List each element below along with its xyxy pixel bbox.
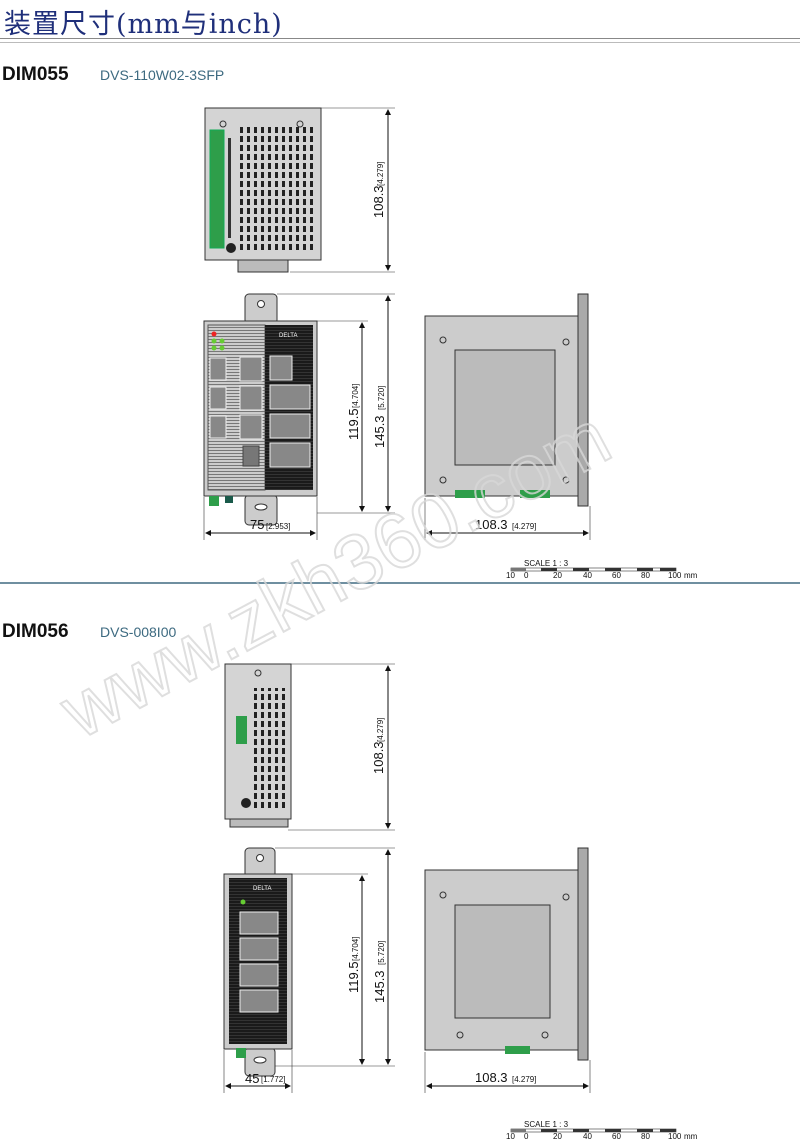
section-divider xyxy=(0,582,800,584)
svg-text:100: 100 xyxy=(668,1132,682,1141)
title-rule-secondary xyxy=(0,42,800,43)
front-view-dim056: DELTA 119.5 [4.704] 145.3 [5.720] 45 [1.… xyxy=(223,847,395,1093)
ethernet-ports xyxy=(209,355,311,468)
svg-text:[4.279]: [4.279] xyxy=(376,718,385,742)
total-height-inch-label: [5.720] xyxy=(377,386,386,410)
led-red xyxy=(211,331,217,337)
svg-text:119.5: 119.5 xyxy=(346,961,361,993)
side-depth-label: 108.3 xyxy=(475,517,508,532)
depth-label: 108.3 xyxy=(371,185,386,218)
product-name-1: DVS-110W02-3SFP xyxy=(100,67,225,83)
svg-text:10: 10 xyxy=(506,1132,515,1141)
front-view-dim055: DELTA 119.5 [4.704] 145.3 [5.720] 75 [2.… xyxy=(203,293,395,540)
model-code-1: DIM055 xyxy=(2,64,69,85)
model-code-2: DIM056 xyxy=(2,621,69,642)
svg-text:145.3: 145.3 xyxy=(372,970,387,1003)
side-view-dim055: 108.3 [4.279] xyxy=(424,293,591,540)
side-depth-inch-label: [4.279] xyxy=(512,522,536,531)
svg-text:mm: mm xyxy=(684,571,698,580)
width-label: 75 xyxy=(250,517,264,532)
svg-text:100: 100 xyxy=(668,571,682,580)
side-view-dim056: 108.3 [4.279] xyxy=(424,847,591,1093)
page-title: 装置尺寸(mm与inch) xyxy=(4,9,283,40)
svg-text:mm: mm xyxy=(684,1132,698,1141)
svg-text:[4.704]: [4.704] xyxy=(351,937,360,961)
svg-text:[5.720]: [5.720] xyxy=(377,941,386,965)
svg-text:108.3: 108.3 xyxy=(475,1070,508,1085)
svg-text:60: 60 xyxy=(612,1132,621,1141)
svg-text:80: 80 xyxy=(641,1132,650,1141)
svg-text:SCALE 1 : 3: SCALE 1 : 3 xyxy=(524,1120,569,1129)
svg-text:[1.772]: [1.772] xyxy=(261,1075,285,1084)
ground-screw-icon xyxy=(241,798,251,808)
depth-inch-label: [4.279] xyxy=(376,162,385,186)
total-height-label: 145.3 xyxy=(372,415,387,448)
svg-text:0: 0 xyxy=(524,571,529,580)
svg-text:40: 40 xyxy=(583,571,592,580)
svg-text:SCALE 1 : 3: SCALE 1 : 3 xyxy=(524,559,569,568)
width-inch-label: [2.953] xyxy=(266,522,290,531)
svg-text:108.3: 108.3 xyxy=(371,741,386,774)
svg-text:45: 45 xyxy=(245,1071,259,1086)
ground-screw-icon xyxy=(226,243,236,253)
delta-logo: DELTA xyxy=(253,886,271,892)
height-label: 119.5 xyxy=(346,408,361,440)
top-view-dim056: 108.3 [4.279] xyxy=(224,663,395,831)
svg-text:20: 20 xyxy=(553,571,562,580)
ethernet-ports xyxy=(239,911,279,1013)
top-view-dim055: 108.3 [4.279] xyxy=(204,107,395,273)
height-inch-label: [4.704] xyxy=(351,384,360,408)
product-name-2: DVS-008I00 xyxy=(100,624,177,640)
svg-text:80: 80 xyxy=(641,571,650,580)
svg-text:20: 20 xyxy=(553,1132,562,1141)
watermark: www.zkh360.com xyxy=(46,392,624,755)
svg-text:10: 10 xyxy=(506,571,515,580)
title-rule xyxy=(0,38,800,39)
terminal-block xyxy=(209,129,225,249)
svg-text:0: 0 xyxy=(524,1132,529,1141)
svg-text:40: 40 xyxy=(583,1132,592,1141)
delta-logo: DELTA xyxy=(279,333,297,339)
svg-text:60: 60 xyxy=(612,571,621,580)
svg-text:[4.279]: [4.279] xyxy=(512,1075,536,1084)
